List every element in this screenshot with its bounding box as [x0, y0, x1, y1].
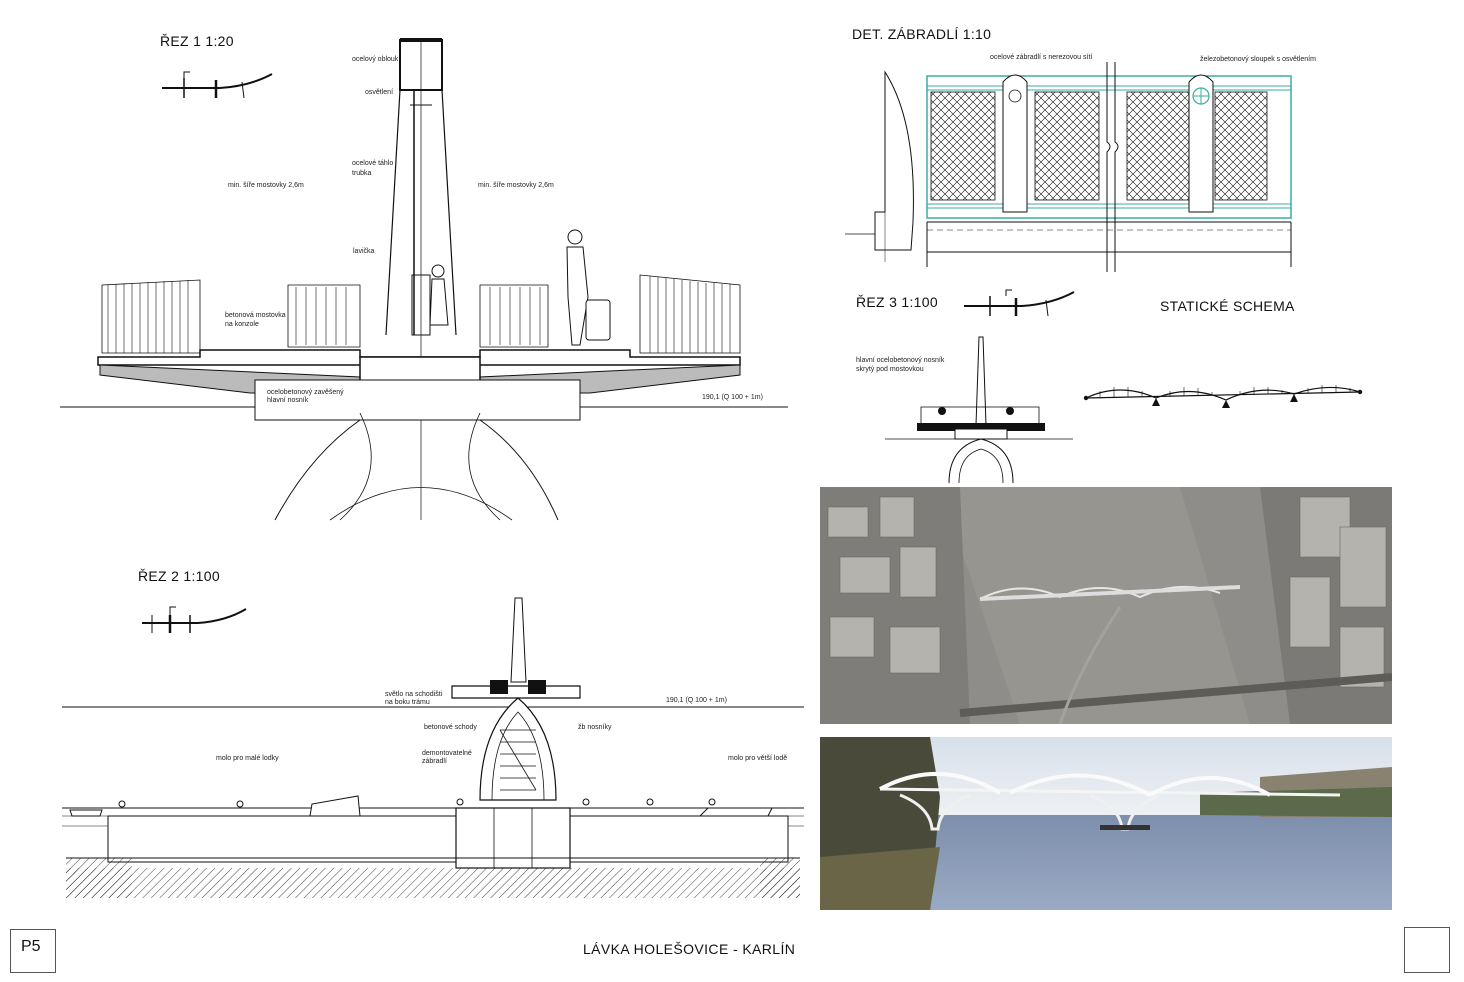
- s1-label-width-left: min. šíře mostovky 2,6m: [228, 182, 304, 189]
- section3-title: ŘEZ 3 1:100: [856, 294, 938, 310]
- s1-label-beam-a: ocelobetonový zavěšený: [267, 389, 344, 396]
- s2-label-rail-a: demontovatelné: [422, 750, 472, 757]
- s1-label-rod: ocelové táhlo: [352, 160, 394, 167]
- s1-label-bench: lavička: [353, 248, 375, 255]
- project-title: LÁVKA HOLEŠOVICE - KARLÍN: [583, 941, 796, 957]
- stamp-box: [1404, 927, 1450, 973]
- aerial-model-graphic: [820, 487, 1392, 724]
- s2-label-pier-big: molo pro větší lodě: [728, 755, 788, 762]
- page-number: P5: [21, 938, 41, 955]
- s1-label-level: 190,1 (Q 100 + 1m): [702, 394, 763, 401]
- s2-label-light-a: světlo na schodišti: [385, 691, 443, 698]
- s1-label-deck-b: na konzole: [225, 321, 259, 328]
- section1-title: ŘEZ 1 1:20: [160, 33, 234, 49]
- aerial-model-render: [820, 487, 1392, 724]
- s2-label-beams: žb nosníky: [578, 724, 612, 731]
- page-number-box: [10, 929, 56, 973]
- section2-title: ŘEZ 2 1:100: [138, 568, 220, 584]
- section3-keyplan-icon: [964, 289, 1075, 317]
- s1-label-beam-b: hlavní nosník: [267, 397, 309, 404]
- bridge-photomontage: [820, 737, 1392, 910]
- s1-label-width-right: min. šíře mostovky 2,6m: [478, 182, 554, 189]
- section1-keyplan-icon: [162, 71, 273, 99]
- s1-label-tube: trubka: [352, 170, 372, 177]
- s2-label-light-b: na boku trámu: [385, 699, 430, 706]
- s1-label-arch: ocelový oblouk: [352, 56, 399, 63]
- s1-label-deck-a: betonová mostovka: [225, 312, 286, 319]
- s2-label-stairs: betonové schody: [424, 724, 477, 731]
- s2-label-level: 190,1 (Q 100 + 1m): [666, 697, 727, 704]
- detail-label-right: železobetonový sloupek s osvětlením: [1200, 56, 1316, 63]
- static-title: STATICKÉ SCHEMA: [1160, 298, 1295, 314]
- static-schema-drawing: [1083, 385, 1363, 408]
- detail-title: DET. ZÁBRADLÍ 1:10: [852, 26, 992, 42]
- section1-drawing: [60, 38, 788, 521]
- s3-label-a: hlavní ocelobetonový nosník: [856, 357, 945, 364]
- s2-label-rail-b: zábradlí: [422, 758, 447, 765]
- detail-drawing: [845, 62, 1292, 272]
- section2-drawing: [62, 597, 804, 898]
- section2-keyplan-icon: [142, 606, 247, 633]
- s3-label-b: skrytý pod mostovkou: [856, 366, 924, 373]
- s1-label-lighting: osvětlení: [365, 89, 394, 96]
- detail-label-left: ocelové zábradlí s nerezovou sítí: [990, 54, 1093, 61]
- s2-label-pier-small: molo pro malé lodky: [216, 755, 279, 762]
- bridge-photo-graphic: [820, 737, 1392, 910]
- section3-drawing: [885, 336, 1073, 484]
